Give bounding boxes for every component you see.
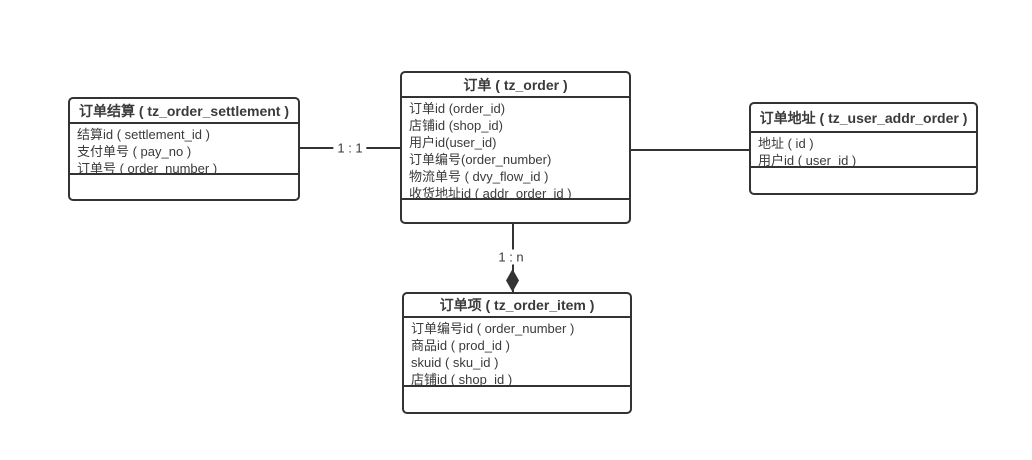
entity-order-settlement-fields: 结算id ( settlement_id ) 支付单号 ( pay_no ) 订单号… bbox=[70, 124, 298, 175]
connector-order-addr bbox=[631, 149, 749, 151]
entity-field: 收货地址id ( addr_order_id ) bbox=[409, 186, 572, 200]
entity-order-item-fields: 订单编号id ( order_number ) 商品id ( prod_id ) s… bbox=[404, 318, 630, 387]
entity-field: 订单编号(order_number) bbox=[409, 152, 552, 167]
entity-order-title: 订单 ( tz_order ) bbox=[402, 73, 629, 98]
entity-field: 结算id ( settlement_id ) bbox=[77, 127, 210, 142]
entity-order-fields: 订单id (order_id) 店铺id (shop_id) 用户id(user_i… bbox=[402, 98, 629, 200]
entity-user-addr-order-fields: 地址 ( id ) 用户id ( user_id ) bbox=[751, 133, 976, 168]
entity-field: 物流单号 ( dvy_flow_id ) bbox=[409, 169, 549, 184]
entity-user-addr-order-title: 订单地址 ( tz_user_addr_order ) bbox=[751, 104, 976, 133]
entity-field: 店铺id ( shop_id ) bbox=[411, 372, 513, 387]
entity-order-settlement: 订单结算 ( tz_order_settlement ) 结算id ( sett… bbox=[68, 97, 300, 201]
relation-label-one-to-one: 1 : 1 bbox=[333, 140, 367, 156]
entity-field: 支付单号 ( pay_no ) bbox=[77, 144, 192, 159]
entity-field: 地址 ( id ) bbox=[758, 136, 814, 151]
entity-order: 订单 ( tz_order ) 订单id (order_id) 店铺id (sho… bbox=[400, 71, 631, 224]
entity-user-addr-order-empty-section bbox=[751, 168, 976, 193]
entity-order-empty-section bbox=[402, 200, 629, 222]
relation-label-one-to-many: 1 : n bbox=[494, 249, 528, 265]
entity-order-item-empty-section bbox=[404, 387, 630, 412]
entity-field: 订单号 ( order_number ) bbox=[77, 161, 218, 175]
entity-order-settlement-title: 订单结算 ( tz_order_settlement ) bbox=[70, 99, 298, 124]
entity-order-item-title: 订单项 ( tz_order_item ) bbox=[404, 294, 630, 318]
entity-order-settlement-empty-section bbox=[70, 175, 298, 199]
entity-field: 商品id ( prod_id ) bbox=[411, 338, 510, 353]
entity-field: 用户id(user_id) bbox=[409, 135, 497, 150]
filled-diamond-arrow-icon bbox=[506, 269, 519, 292]
entity-field: 订单id (order_id) bbox=[409, 101, 506, 116]
entity-order-item: 订单项 ( tz_order_item ) 订单编号id ( order_num… bbox=[402, 292, 632, 414]
entity-field: 店铺id (shop_id) bbox=[409, 118, 503, 133]
entity-field: 用户id ( user_id ) bbox=[758, 153, 857, 168]
entity-field: skuid ( sku_id ) bbox=[411, 355, 499, 370]
entity-field: 订单编号id ( order_number ) bbox=[411, 321, 575, 336]
entity-user-addr-order: 订单地址 ( tz_user_addr_order ) 地址 ( id ) 用户i… bbox=[749, 102, 978, 195]
